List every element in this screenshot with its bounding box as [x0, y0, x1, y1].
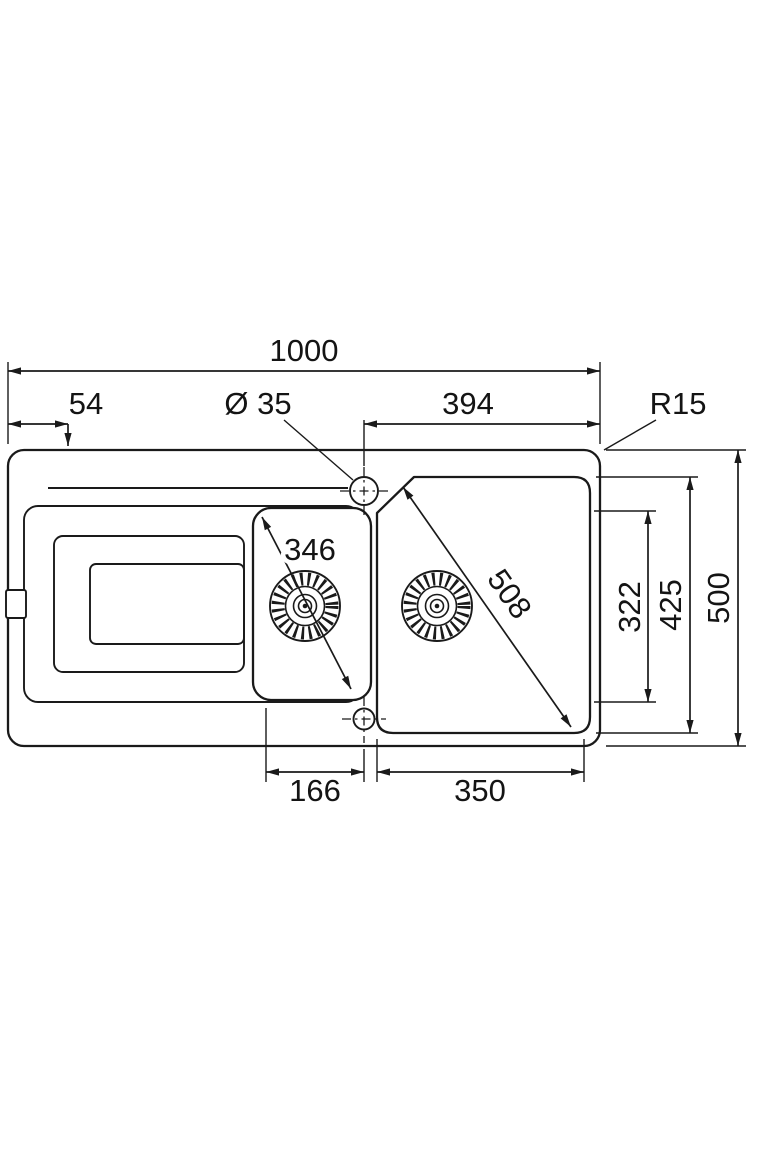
dim-label-bowl-top-width: 394	[442, 386, 494, 421]
main-bowl	[375, 475, 592, 735]
dim-label-tap-offset: 54	[69, 386, 103, 421]
dim-bowl-depth-outer: 425	[596, 476, 698, 734]
dim-drainer-bottom-width: 166	[265, 708, 365, 808]
dim-bowl-top-width: 394	[363, 386, 600, 466]
dim-corner-radius: R15	[603, 386, 707, 451]
dim-overall-depth: 500	[606, 449, 746, 747]
dim-label-bowl-depth-inner: 322	[612, 581, 647, 633]
dim-bowl-bottom-width: 350	[376, 739, 585, 808]
dim-tap-hole-diameter: Ø 35	[224, 386, 354, 481]
dim-label-drainer-bottom-width: 166	[289, 773, 341, 808]
dim-bowl-depth-inner: 322	[594, 510, 656, 703]
drainboard-recess-inner	[89, 563, 245, 645]
dim-small-bowl-diagonal: 346	[261, 516, 352, 690]
dim-tap-offset: 54	[8, 386, 103, 446]
dim-label-bowl-bottom-width: 350	[454, 773, 506, 808]
dim-label-bowl-depth-outer: 425	[653, 579, 688, 631]
dim-label-small-bowl-diagonal: 346	[284, 532, 336, 567]
mounting-notch	[5, 589, 27, 619]
dim-label-corner-radius: R15	[650, 386, 707, 421]
dim-label-overall-depth: 500	[701, 572, 736, 624]
dim-label-overall-width: 1000	[270, 333, 339, 368]
dim-overall-width: 1000	[7, 333, 601, 444]
dim-label-tap-hole-diameter: Ø 35	[224, 386, 291, 421]
